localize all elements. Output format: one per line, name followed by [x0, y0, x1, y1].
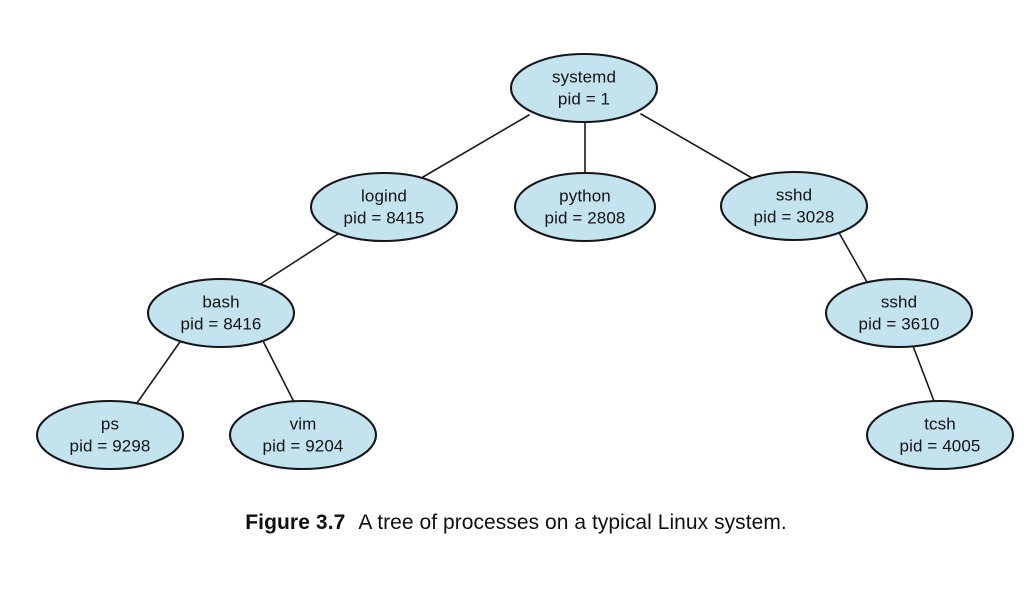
process-node-logind[interactable]: [309, 171, 459, 243]
process-node-ps[interactable]: [35, 399, 185, 471]
tree-edge-sshd2-to-tcsh: [912, 345, 935, 402]
process-node-python[interactable]: [513, 171, 657, 243]
tree-edge-bash-to-ps: [136, 338, 183, 404]
edge-layer: [136, 113, 935, 404]
process-node-sshd2[interactable]: [824, 277, 974, 349]
tree-edge-logind-to-bash: [258, 231, 342, 286]
node-layer: [35, 52, 1015, 471]
tree-edge-bash-to-vim: [261, 338, 295, 403]
process-node-vim[interactable]: [228, 399, 378, 471]
process-node-tcsh[interactable]: [865, 399, 1015, 471]
tree-edge-systemd-to-sshd1: [640, 113, 753, 179]
tree-edge-sshd1-to-sshd2: [837, 230, 868, 283]
figure-caption-text: A tree of processes on a typical Linux s…: [358, 511, 787, 534]
figure-caption-label: Figure 3.7: [245, 511, 346, 534]
process-node-bash[interactable]: [146, 277, 296, 349]
figure-caption: Figure 3.7 A tree of processes on a typic…: [0, 511, 1032, 535]
process-node-sshd1[interactable]: [719, 170, 869, 242]
process-node-systemd[interactable]: [509, 52, 659, 124]
tree-edge-systemd-to-logind: [422, 114, 530, 178]
